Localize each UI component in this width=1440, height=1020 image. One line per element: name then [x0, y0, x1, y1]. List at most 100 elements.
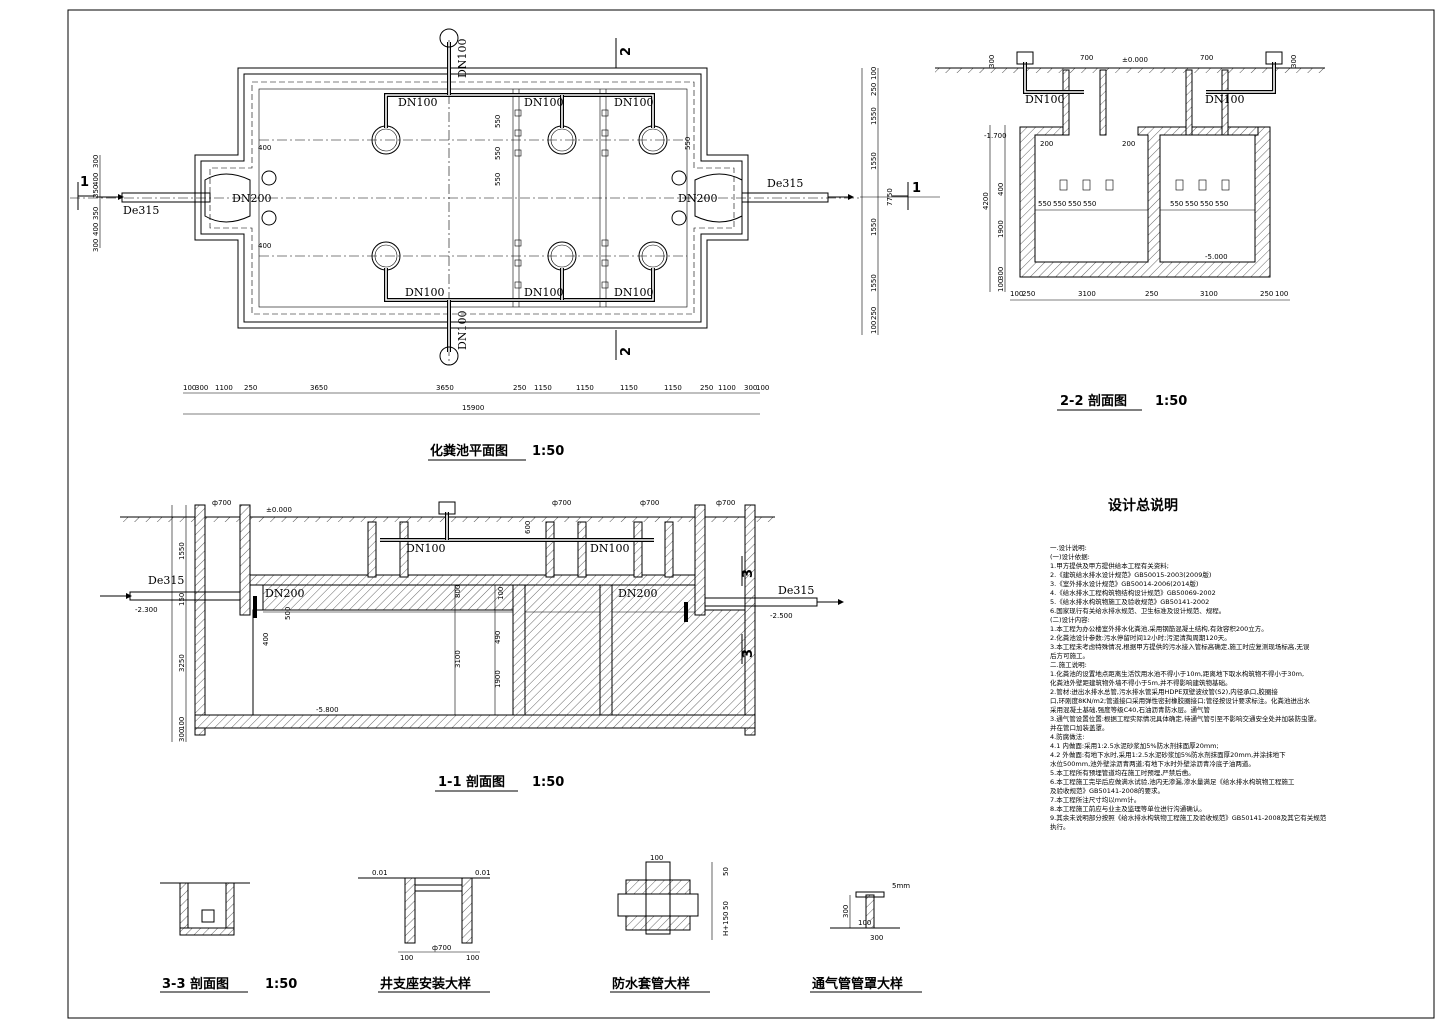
- svg-text:2.《建筑给水排水设计规范》GB50015-2003(200: 2.《建筑给水排水设计规范》GB50015-2003(2009版): [1050, 570, 1211, 579]
- sheet-border: [67, 9, 1435, 1019]
- plan-pipe-label-dn100-bottom-right: DN100: [614, 286, 653, 299]
- s11-pipe-dn100-left: DN100: [406, 542, 445, 555]
- detail-waterproof-sleeve-title: 防水套管大样: [612, 976, 690, 992]
- plan-pipe-label-dn100-riser-top: DN100: [456, 39, 469, 78]
- plan-pipe-label-dn100-top-mid: DN100: [524, 96, 563, 109]
- svg-text:200: 200: [1122, 140, 1135, 148]
- s11-pipe-de315-in: De315: [148, 574, 184, 587]
- svg-text:100: 100: [1010, 290, 1023, 298]
- svg-text:0.01: 0.01: [372, 869, 388, 877]
- plan-pipe-label-dn100-riser-bottom: DN100: [456, 311, 469, 350]
- svg-text:550: 550: [1215, 200, 1228, 208]
- svg-text:400: 400: [258, 242, 271, 250]
- svg-text:1900: 1900: [494, 670, 502, 688]
- plan-inner-dims: 400 400 550 550 550 550: [258, 115, 692, 250]
- s22-bottom-dims: 100 250 3100 250 3100 250 100: [1010, 290, 1288, 298]
- svg-text:0.01: 0.01: [475, 869, 491, 877]
- s11-elev-out: -2.500: [770, 612, 793, 620]
- detail-vent-cap-title: 通气管管罩大样: [812, 976, 903, 992]
- svg-text:300: 300: [195, 384, 208, 392]
- svg-text:400: 400: [262, 633, 270, 646]
- svg-text:6.本工程施工完毕后应做满水试验,池内无渗漏,渗水量满足《给: 6.本工程施工完毕后应做满水试验,池内无渗漏,渗水量满足《给水排水构筑物工程施工: [1050, 777, 1295, 786]
- s22-pipe-dn100-right: DN100: [1205, 93, 1244, 106]
- s22-elev-mid: -1.700: [984, 132, 1007, 140]
- svg-text:300: 300: [178, 729, 186, 742]
- svg-text:化粪池外壁距建筑物外墙不得小于5m,并不得影响建筑物基础。: 化粪池外壁距建筑物外墙不得小于5m,并不得影响建筑物基础。: [1050, 678, 1232, 687]
- detail-vent-cap: [830, 891, 900, 929]
- svg-text:300: 300: [92, 239, 100, 252]
- svg-text:100: 100: [858, 919, 871, 927]
- svg-text:250: 250: [870, 83, 878, 96]
- svg-text:400: 400: [92, 173, 100, 186]
- plan-section-mark-1-right: 1: [912, 181, 921, 196]
- svg-text:ф700: ф700: [212, 499, 231, 507]
- s11-pipe-dn200-left: DN200: [265, 587, 304, 600]
- svg-text:550: 550: [1185, 200, 1198, 208]
- detail-manhole-support: [358, 877, 490, 953]
- svg-text:1900: 1900: [997, 220, 1005, 238]
- svg-text:100: 100: [466, 954, 479, 962]
- svg-text:8.本工程施工前应与业主及监理等单位进行沟通确认。: 8.本工程施工前应与业主及监理等单位进行沟通确认。: [1050, 804, 1206, 813]
- svg-text:3650: 3650: [310, 384, 328, 392]
- notes-body: 一.设计说明: (一)设计依据: 1.甲方提供及甲方提供给本工程有关资料; 2.…: [1050, 543, 1327, 831]
- detail-waterproof-sleeve: [617, 861, 713, 940]
- svg-text:及验收规范》GB50141-2008的要求。: 及验收规范》GB50141-2008的要求。: [1050, 786, 1164, 795]
- plan-pipe-label-dn200-left: DN200: [232, 192, 271, 205]
- svg-text:400: 400: [997, 183, 1005, 196]
- svg-text:250: 250: [700, 384, 713, 392]
- s11-elev-top: ±0.000: [266, 506, 292, 514]
- s11-pipe-dn200-right: DN200: [618, 587, 657, 600]
- svg-text:100: 100: [756, 384, 769, 392]
- svg-text:50: 50: [722, 867, 730, 876]
- svg-text:800: 800: [454, 585, 462, 598]
- svg-text:300: 300: [744, 384, 757, 392]
- svg-text:250: 250: [244, 384, 257, 392]
- plan-right-dims: 100 250 1550 1550 7750 1550 1550 250 100: [870, 67, 894, 334]
- plan-section-mark-2-bottom: 2: [619, 347, 634, 356]
- svg-text:5mm: 5mm: [892, 882, 910, 890]
- detail-3-3-title: 3-3 剖面图: [162, 976, 229, 992]
- svg-text:550: 550: [684, 137, 692, 150]
- svg-text:3100: 3100: [1200, 290, 1218, 298]
- svg-text:一.设计说明:: 一.设计说明:: [1050, 543, 1087, 552]
- s11-inner-dims: 800 3100 1900 490 600 100 500 400: [262, 521, 532, 688]
- plan-bottom-dims: 100 300 1100 250 3650 3650 250 1150 1150…: [183, 384, 769, 392]
- svg-text:ф700: ф700: [640, 499, 659, 507]
- svg-text:550: 550: [1068, 200, 1081, 208]
- svg-text:1.甲方提供及甲方提供给本工程有关资料;: 1.甲方提供及甲方提供给本工程有关资料;: [1050, 561, 1169, 570]
- s11-pipe-dn100-right: DN100: [590, 542, 629, 555]
- svg-text:100: 100: [178, 717, 186, 730]
- s11-elev-bot: -5.800: [316, 706, 339, 714]
- svg-text:300: 300: [1290, 55, 1298, 68]
- detail-3-3: [160, 882, 250, 936]
- svg-text:1100: 1100: [718, 384, 736, 392]
- svg-text:2.化粪池设计参数:污水停留时间12小时;污泥清掏周期120: 2.化粪池设计参数:污水停留时间12小时;污泥清掏周期120天。: [1050, 633, 1231, 642]
- svg-text:250: 250: [870, 307, 878, 320]
- detail-3-3-scale: 1:50: [265, 977, 297, 992]
- plan-view: [70, 28, 940, 415]
- svg-text:并在管口加装盖罩。: 并在管口加装盖罩。: [1050, 723, 1109, 732]
- plan-pipe-label-dn100-top-right: DN100: [614, 96, 653, 109]
- svg-text:550: 550: [494, 115, 502, 128]
- svg-text:50: 50: [722, 901, 730, 910]
- svg-text:6.国家现行有关给水排水规范、卫生标准及设计规范、规程。: 6.国家现行有关给水排水规范、卫生标准及设计规范、规程。: [1050, 606, 1225, 615]
- section-1-1-view: [100, 501, 844, 742]
- plan-pipe-label-de315-out: De315: [767, 177, 803, 190]
- svg-text:9.其余未说明部分按照《给水排水构筑物工程施工及验收规范》G: 9.其余未说明部分按照《给水排水构筑物工程施工及验收规范》GB50141-200…: [1050, 813, 1327, 822]
- svg-text:3650: 3650: [436, 384, 454, 392]
- svg-text:250: 250: [1022, 290, 1035, 298]
- svg-text:500: 500: [284, 607, 292, 620]
- s11-elev-in: -2.300: [135, 606, 158, 614]
- s11-title: 1-1 剖面图: [438, 774, 505, 790]
- svg-text:4.防腐做法:: 4.防腐做法:: [1050, 732, 1084, 741]
- svg-text:4.2 外做面:有地下水时,采用1:2.5水泥砂浆加5%防水: 4.2 外做面:有地下水时,采用1:2.5水泥砂浆加5%防水剂抹面厚20mm,并…: [1050, 750, 1286, 759]
- svg-text:口,环刚度8KN/m2;管道接口采用弹性密封橡胶圈接口;管径: 口,环刚度8KN/m2;管道接口采用弹性密封橡胶圈接口;管径按设计要求标注。化粪…: [1050, 696, 1310, 705]
- svg-text:550: 550: [1038, 200, 1051, 208]
- plan-pipe-label-de315-in: De315: [123, 204, 159, 217]
- svg-text:150: 150: [178, 593, 186, 606]
- svg-text:100: 100: [997, 279, 1005, 292]
- svg-text:4.1 内做面:采用1:2.5水泥砂浆加5%防水剂抹面厚20: 4.1 内做面:采用1:2.5水泥砂浆加5%防水剂抹面厚20mm;: [1050, 741, 1219, 750]
- svg-text:1550: 1550: [178, 542, 186, 560]
- svg-text:1550: 1550: [870, 152, 878, 170]
